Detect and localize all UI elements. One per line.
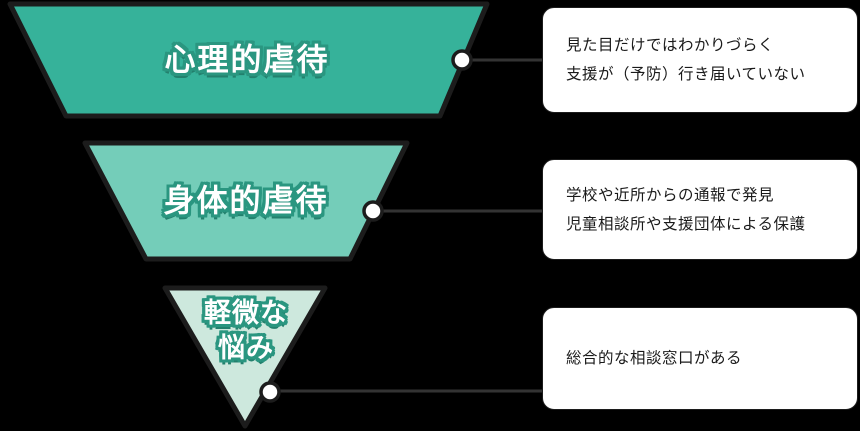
connector-dot-3 [259, 381, 281, 403]
note-2-line-1: 学校や近所からの通報で発見 [566, 185, 775, 204]
note-2-line-2: 児童相談所や支援団体による保護 [566, 214, 806, 233]
funnel-level-1-shape [7, 1, 490, 119]
funnel-level-3-shape [162, 285, 328, 429]
connector-dot-2 [362, 200, 384, 222]
funnel-level-3-label-line-1: 軽微な [204, 298, 288, 329]
note-box-1: 見た目だけではわかりづらく 支援が（予防）行き届いていない [542, 7, 858, 113]
funnel-level-2-label: 身体的虐待 [163, 183, 329, 220]
funnel-level-3-label: 軽微な 悩み [204, 296, 288, 366]
note-3-line-1: 総合的な相談窓口がある [566, 349, 743, 367]
note-box-2: 学校や近所からの通報で発見 児童相談所や支援団体による保護 [542, 159, 858, 260]
note-box-3: 総合的な相談窓口がある [542, 307, 858, 410]
note-1-line-1: 見た目だけではわかりづらく [566, 36, 775, 54]
note-1-line-2: 支援が（予防）行き届いていない [566, 65, 806, 83]
connector-dot-1 [451, 49, 473, 71]
funnel-level-2-shape [82, 140, 410, 262]
funnel-level-1-label: 心理的虐待 [164, 42, 330, 79]
funnel-level-3-label-line-2: 悩み [218, 333, 274, 364]
